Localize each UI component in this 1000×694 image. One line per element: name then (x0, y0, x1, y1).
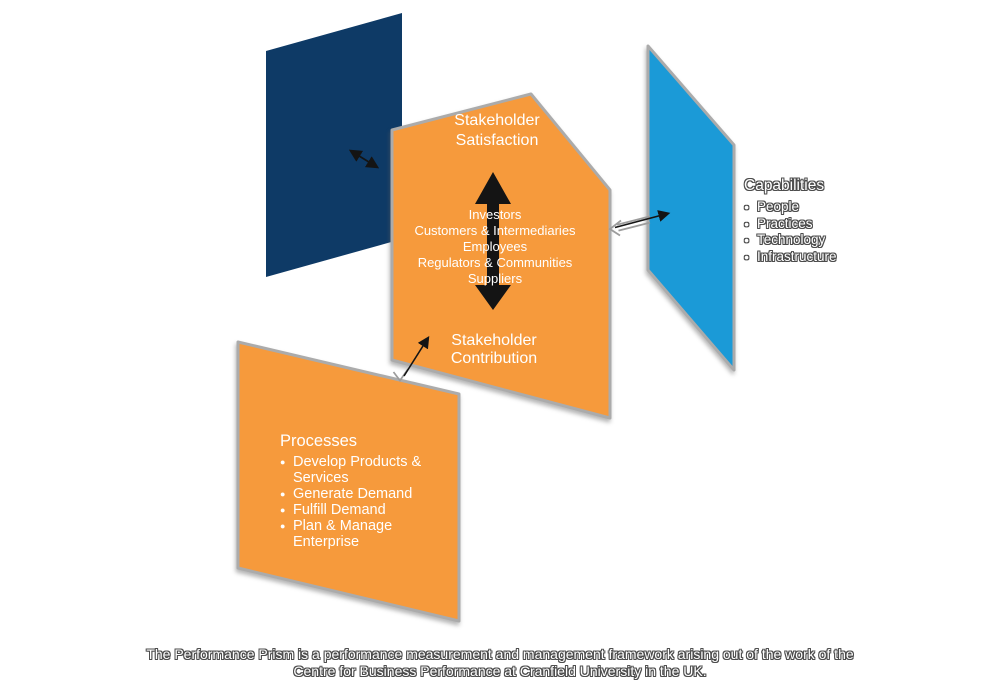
bullet-icon: ● (744, 202, 750, 212)
arrow-processes-orange-icon (392, 335, 430, 382)
list-item: Investors (468, 207, 522, 222)
list-item: ● Generate Demand (280, 486, 413, 502)
caption-line2: Centre for Business Performance at Cranf… (293, 663, 707, 679)
contribution-line2: Contribution (450, 350, 538, 367)
list-item: Regulators & Communities (417, 255, 573, 271)
stakeholder-list: Investors Customers & Intermediaries Emp… (395, 207, 595, 287)
navy-panel (266, 13, 402, 277)
processes-panel (236, 340, 461, 623)
caption-line1: The Performance Prism is a performance m… (146, 646, 854, 662)
bullet-icon: ● (744, 218, 750, 229)
list-item: ● Develop Products & Services (280, 454, 422, 486)
list-item: Customers & Intermediaries (414, 223, 576, 239)
list-item: ● Fulfill Demand (280, 502, 386, 518)
prism-face-panel (390, 92, 612, 420)
stakeholder-satisfaction-title: Stakeholder Satisfaction (417, 111, 577, 150)
list-item: ● Practices (744, 215, 813, 231)
double-arrow-vertical-icon (475, 172, 511, 310)
list-item: ● People (744, 199, 800, 214)
arrow-orange-blue-icon (608, 210, 671, 237)
list-item: ● Technology (744, 232, 826, 248)
bullet-icon: ● (280, 489, 286, 499)
bullet-icon: ● (744, 251, 750, 262)
contribution-line1: Stakeholder (451, 332, 537, 349)
satisfaction-line2: Satisfaction (455, 131, 539, 149)
list-item: ● Plan & Manage Enterprise (280, 518, 393, 550)
bullet-icon: ● (744, 235, 750, 246)
arrow-navy-orange-icon (348, 149, 380, 169)
page-caption: The Performance Prism is a performance m… (0, 646, 1000, 680)
capabilities-panel (646, 44, 736, 372)
bullet-icon: ● (280, 505, 286, 515)
satisfaction-line1: Stakeholder (454, 112, 540, 129)
list-item: Employees (462, 239, 528, 255)
list-item: ● Infrastructure (744, 248, 837, 264)
capabilities-title: Capabilities (744, 177, 825, 194)
processes-block: Processes ● Develop Products & Services … (280, 432, 425, 550)
capabilities-block: Capabilities ● People ● Practices ● Tech… (744, 177, 837, 265)
bullet-icon: ● (280, 521, 286, 531)
processes-title: Processes (280, 432, 358, 450)
bullet-icon: ● (280, 457, 286, 467)
list-item: Suppliers (467, 271, 523, 287)
stakeholder-contribution-title: Stakeholder Contribution (414, 332, 574, 368)
